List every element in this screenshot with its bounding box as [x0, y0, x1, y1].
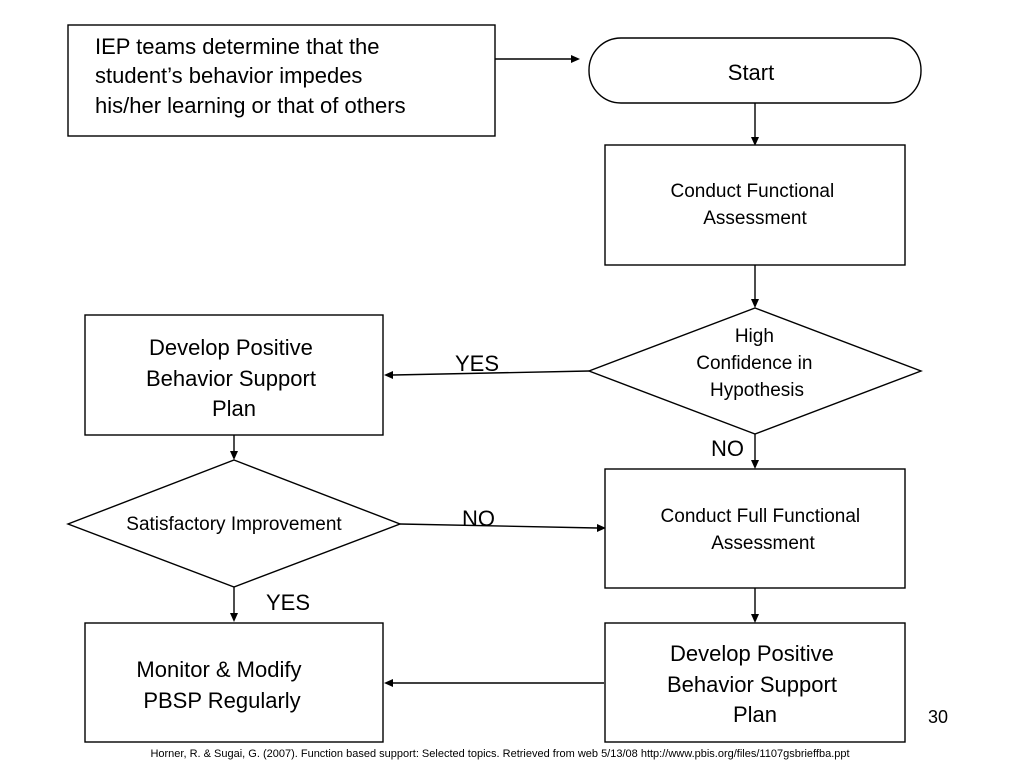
- decision-line: Confidence in: [696, 353, 812, 374]
- svg-text:IEP teams determine that the: IEP teams determine that the student’s b…: [95, 34, 406, 118]
- edge-labels: YES NO NO YES: [266, 351, 744, 615]
- edge-decision-yes-to-develop-pbsp: [384, 370, 590, 379]
- edge-label-sat-no: NO: [462, 506, 495, 531]
- slide-number: 30: [928, 707, 949, 727]
- iep-note-line: student’s behavior impedes: [95, 63, 362, 88]
- svg-text:High Confidence in: High Confidence in Hypothesis: [696, 326, 817, 401]
- edge-label-hc-no: NO: [711, 436, 744, 461]
- edge-label-hc-yes: YES: [455, 351, 499, 376]
- high-confidence-decision: High Confidence in Hypothesis: [587, 307, 923, 435]
- edge-label-sat-yes: YES: [266, 590, 310, 615]
- develop-pbsp-right-line: Behavior Support: [667, 672, 837, 697]
- citation: Horner, R. & Sugai, G. (2007). Function …: [150, 748, 850, 760]
- svg-text:Develop Positive Behavio: Develop Positive Behavior Support Plan: [146, 335, 322, 421]
- edge-satisfactory-no-to-full-fa: [399, 523, 606, 532]
- decision-line: High: [735, 326, 774, 347]
- svg-text:Monitor & Modify PBSP Re: Monitor & Modify PBSP Regularly: [136, 657, 307, 713]
- svg-text:Develop Positive Behavio: Develop Positive Behavior Support Plan: [667, 641, 843, 727]
- conduct-fa-line: Assessment: [703, 208, 807, 229]
- edge-satisfactory-yes-to-monitor: [230, 587, 238, 622]
- svg-text:Satisfactory Improvement: Satisfactory Improvement: [126, 514, 342, 535]
- start-node: Start: [588, 37, 922, 104]
- decision-line: Hypothesis: [710, 380, 804, 401]
- edge-develop-pbsp-to-monitor: [384, 679, 604, 687]
- edge-develop-pbsp-to-satisfactory: [230, 435, 238, 460]
- full-fa-line: Conduct Full Functional: [661, 506, 861, 527]
- edge-start-to-conduct-fa: [751, 103, 759, 146]
- svg-text:Conduct Functional Asses: Conduct Functional Assessment: [671, 181, 840, 229]
- conduct-fa-line: Conduct Functional: [671, 181, 835, 202]
- edge-conduct-fa-to-decision: [751, 265, 759, 308]
- develop-pbsp-right-line: Develop Positive: [670, 641, 834, 666]
- start-label: Start: [728, 60, 774, 85]
- iep-note-line: IEP teams determine that the: [95, 34, 380, 59]
- develop-pbsp-right-box: Develop Positive Behavior Support Plan: [604, 622, 906, 743]
- edge-decision-no-to-full-fa: [751, 434, 759, 469]
- develop-pbsp-left-line: Plan: [212, 396, 256, 421]
- monitor-line: Monitor & Modify: [136, 657, 301, 682]
- svg-text:Conduct Full Functional: Conduct Full Functional Assessment: [661, 506, 866, 554]
- develop-pbsp-left-box: Develop Positive Behavior Support Plan: [84, 314, 384, 436]
- develop-pbsp-right-line: Plan: [733, 702, 777, 727]
- full-fa-line: Assessment: [711, 533, 815, 554]
- develop-pbsp-left-line: Behavior Support: [146, 366, 316, 391]
- satisfactory-improvement-decision: Satisfactory Improvement: [66, 459, 402, 588]
- iep-note-box: IEP teams determine that the student’s b…: [67, 24, 496, 137]
- edge-iep-to-start: [495, 55, 580, 63]
- edges: [230, 55, 759, 687]
- edge-full-fa-to-develop-pbsp: [751, 588, 759, 623]
- monitor-modify-box: Monitor & Modify PBSP Regularly: [84, 622, 384, 743]
- satisfactory-label: Satisfactory Improvement: [126, 514, 342, 535]
- develop-pbsp-left-line: Develop Positive: [149, 335, 313, 360]
- conduct-full-functional-assessment-box: Conduct Full Functional Assessment: [604, 468, 906, 589]
- svg-text:Start: Start: [728, 60, 774, 85]
- iep-note-line: his/her learning or that of others: [95, 93, 406, 118]
- monitor-line: PBSP Regularly: [143, 688, 300, 713]
- conduct-functional-assessment-box: Conduct Functional Assessment: [604, 144, 906, 266]
